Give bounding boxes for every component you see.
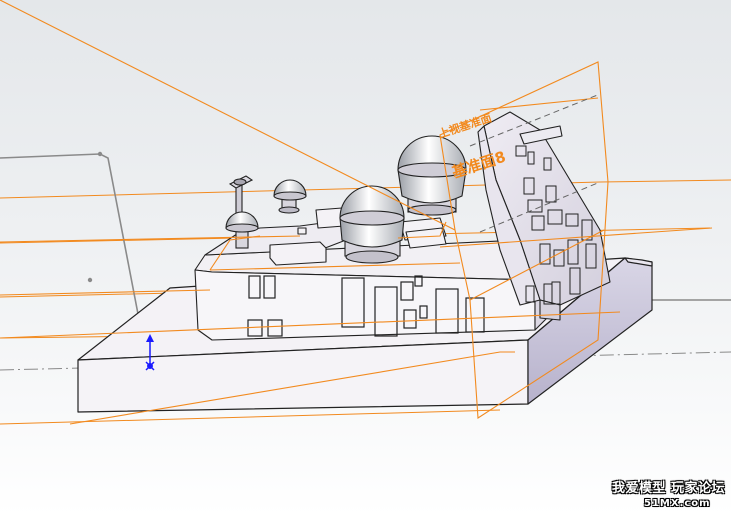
radar-dome-large-center: [339, 185, 405, 264]
mast: [228, 175, 254, 229]
watermark-url: 51MX.com: [644, 498, 711, 509]
reference-planes: [0, 0, 713, 425]
watermark-title: 我爱模型 玩家论坛: [612, 481, 726, 496]
origin-triad[interactable]: [145, 334, 155, 371]
hull-windows: [247, 275, 485, 337]
deck-equipment: [269, 207, 447, 266]
plane-dashes: [469, 93, 601, 233]
tower-windows: [515, 145, 597, 305]
radar-dome-small-middle: [273, 179, 307, 214]
radar-dome-small-left: [225, 211, 259, 249]
